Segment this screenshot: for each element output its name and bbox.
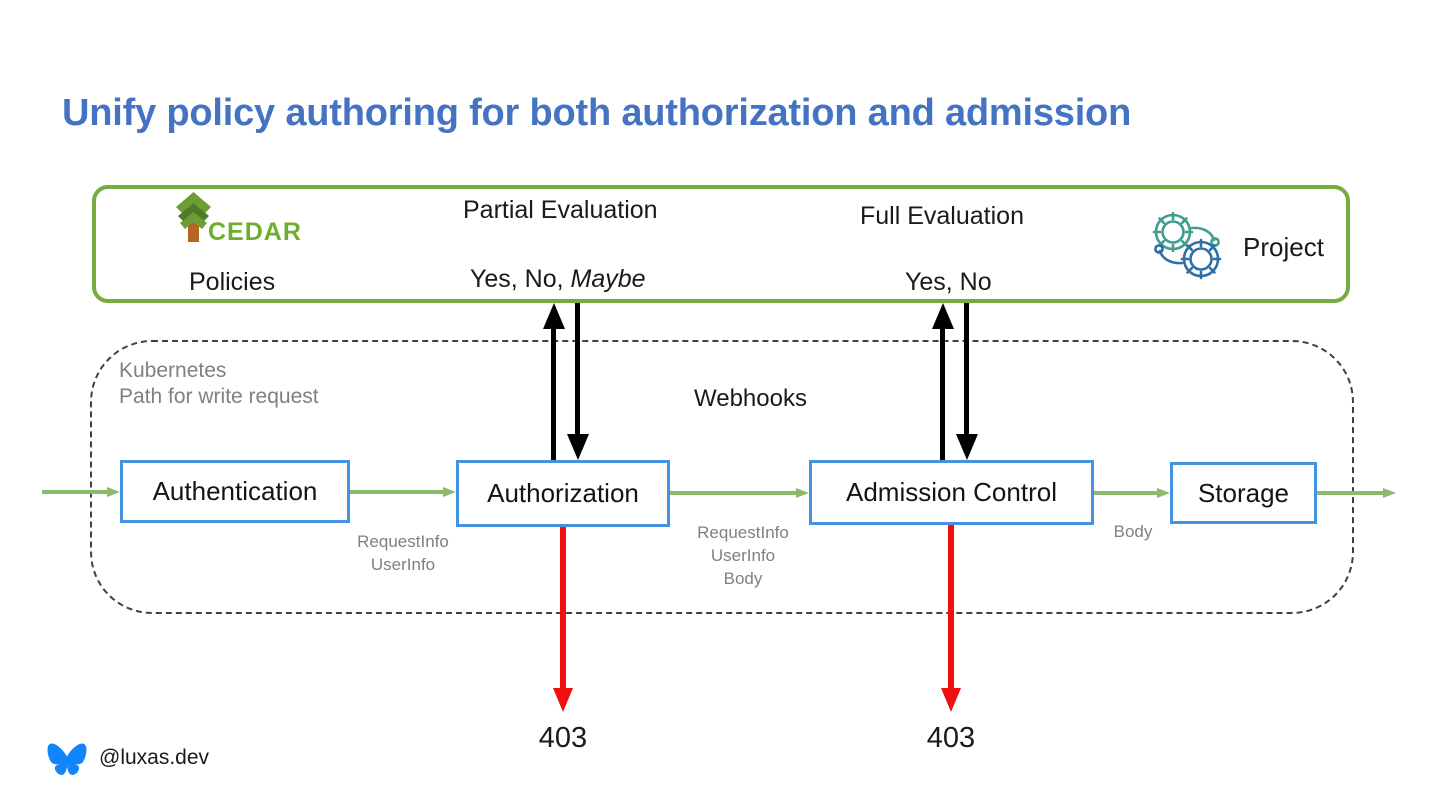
edge-label-line: UserInfo (370, 555, 436, 574)
partial-evaluation-title: Partial Evaluation (463, 196, 658, 224)
flow-arrow-exit (1317, 488, 1396, 498)
cedar-logo: CEDAR (168, 192, 301, 246)
policy-engine-container (92, 185, 1350, 303)
arrow-shaft (560, 527, 566, 690)
admission-webhook-request-arrow (932, 303, 954, 460)
partial-result-plain: Yes, No, (470, 265, 571, 293)
flow-arrow-entry (42, 487, 120, 497)
status-code-admission: 403 (926, 722, 976, 754)
arrow-shaft (940, 323, 945, 460)
arrow-head (1157, 488, 1170, 498)
arrow-head-down (567, 434, 589, 460)
arrow-shaft (1317, 491, 1383, 495)
arrow-shaft (948, 525, 954, 690)
edge-label-line: UserInfo (710, 546, 776, 565)
edge-label-line: Body (723, 569, 763, 588)
project-label: Project (1243, 232, 1324, 262)
flow-arrow-admission-to-storage (1094, 488, 1170, 498)
stage-box-storage[interactable]: Storage (1170, 462, 1317, 524)
stage-box-authorization[interactable]: Authorization (456, 460, 670, 527)
arrow-shaft (350, 490, 443, 494)
admission-deny-arrow (941, 525, 961, 712)
bluesky-butterfly-icon (47, 741, 87, 779)
arrow-head (796, 488, 809, 498)
status-code-authorization: 403 (538, 722, 588, 754)
stage-box-authentication[interactable]: Authentication (120, 460, 350, 523)
arrow-head (941, 688, 961, 712)
flow-arrow-authn-to-authz (350, 487, 456, 497)
kubernetes-container (90, 340, 1354, 614)
gears-icon (1146, 207, 1228, 285)
flow-arrow-authz-to-admission (670, 488, 809, 498)
authorization-webhook-request-arrow (543, 303, 565, 460)
kubernetes-label-line2: Path for write request (119, 385, 319, 408)
page-title: Unify policy authoring for both authoriz… (62, 92, 1132, 134)
admission-webhook-response-arrow (956, 303, 978, 460)
authorization-webhook-response-arrow (567, 303, 589, 460)
arrow-shaft (964, 303, 969, 440)
arrow-head (443, 487, 456, 497)
edge-label-line: RequestInfo (697, 523, 789, 542)
partial-result-maybe: Maybe (570, 265, 646, 293)
policies-label: Policies (189, 268, 276, 296)
partial-evaluation-result: Yes, No, Maybe (470, 265, 646, 294)
kubernetes-label-line1: Kubernetes (119, 359, 227, 382)
arrow-shaft (575, 303, 580, 440)
arrow-shaft (670, 491, 796, 495)
arrow-head (107, 487, 120, 497)
full-evaluation-title: Full Evaluation (860, 202, 1024, 230)
full-evaluation-result: Yes, No (905, 268, 992, 296)
kubernetes-label: Kubernetes Path for write request (119, 358, 319, 410)
footer-handle: @luxas.dev (99, 746, 210, 769)
stage-box-admission-control[interactable]: Admission Control (809, 460, 1094, 525)
arrow-head (1383, 488, 1396, 498)
edge-label-admission-to-storage: Body (1105, 520, 1161, 543)
edge-label-line: Body (1113, 522, 1153, 541)
arrow-shaft (42, 490, 107, 494)
authorization-deny-arrow (553, 527, 573, 712)
arrow-shaft (551, 323, 556, 460)
svg-text:CEDAR: CEDAR (208, 218, 300, 244)
edge-label-line: RequestInfo (357, 532, 449, 551)
arrow-shaft (1094, 491, 1157, 495)
arrow-head-up (932, 303, 954, 329)
arrow-head-up (543, 303, 565, 329)
arrow-head-down (956, 434, 978, 460)
arrow-head (553, 688, 573, 712)
webhooks-label: Webhooks (694, 385, 807, 412)
